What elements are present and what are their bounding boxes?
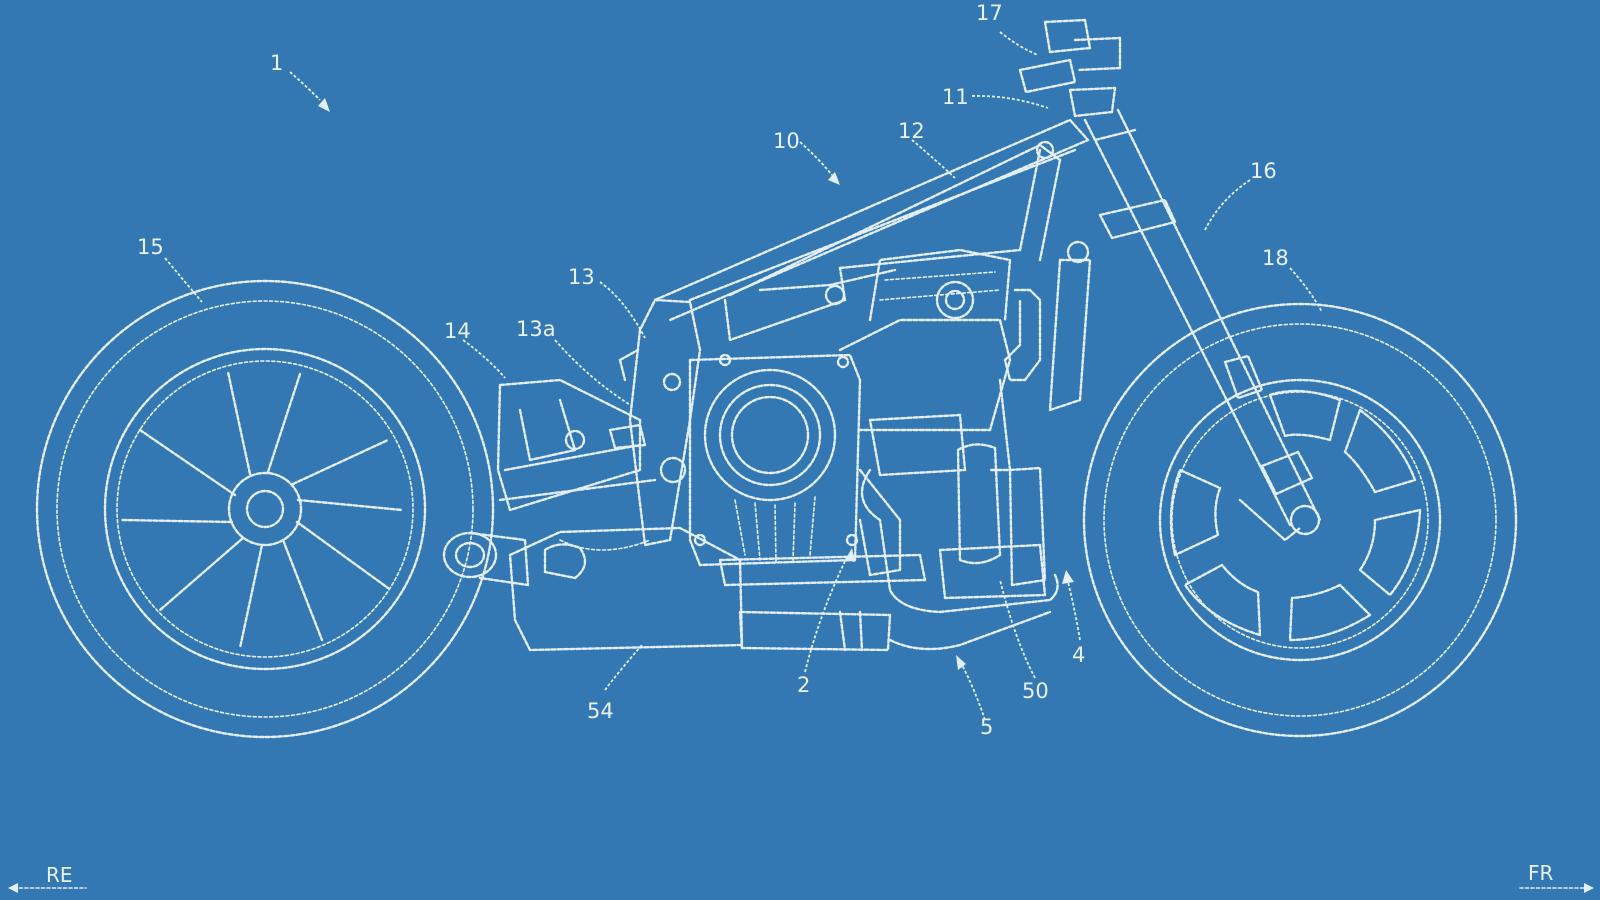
rear-wheel-spokes [120,370,404,650]
label-1: 1 [270,51,283,75]
direction-rear: RE [8,863,87,893]
front-direction-label: FR [1528,861,1554,885]
canister-50 [938,443,1047,600]
label-2: 2 [797,673,810,697]
rear-arrow-icon [8,883,18,893]
handlebar-assembly [1018,18,1122,118]
engine [688,248,1012,587]
reference-labels: 1 2 4 5 10 11 12 13 13a 14 15 16 17 18 5… [137,1,1289,739]
radiator-hoses [988,240,1092,472]
label-16: 16 [1250,159,1277,183]
rear-wheel [35,279,495,739]
label-54: 54 [587,699,614,723]
label-4: 4 [1072,643,1085,667]
frame [653,118,1090,342]
label-10: 10 [773,129,800,153]
label-18: 18 [1262,246,1289,270]
label-5: 5 [980,715,993,739]
label-17: 17 [976,1,1003,25]
pivot-frame [618,298,702,547]
front-wheel-spoke-windows [1169,389,1422,642]
front-arrow-icon [1584,883,1594,893]
leader-lines [164,31,1323,721]
front-wheel [1082,302,1518,738]
label-15: 15 [137,235,164,259]
front-fork [1083,108,1322,542]
label-11: 11 [942,85,969,109]
muffler-54 [442,526,744,652]
label-50: 50 [1022,679,1049,703]
swingarm [496,378,657,512]
label-12: 12 [898,119,925,143]
label-13: 13 [568,265,595,289]
direction-front: FR [1519,861,1594,893]
label-13a: 13a [516,317,556,341]
rear-direction-label: RE [46,863,73,887]
label-14: 14 [444,319,471,343]
